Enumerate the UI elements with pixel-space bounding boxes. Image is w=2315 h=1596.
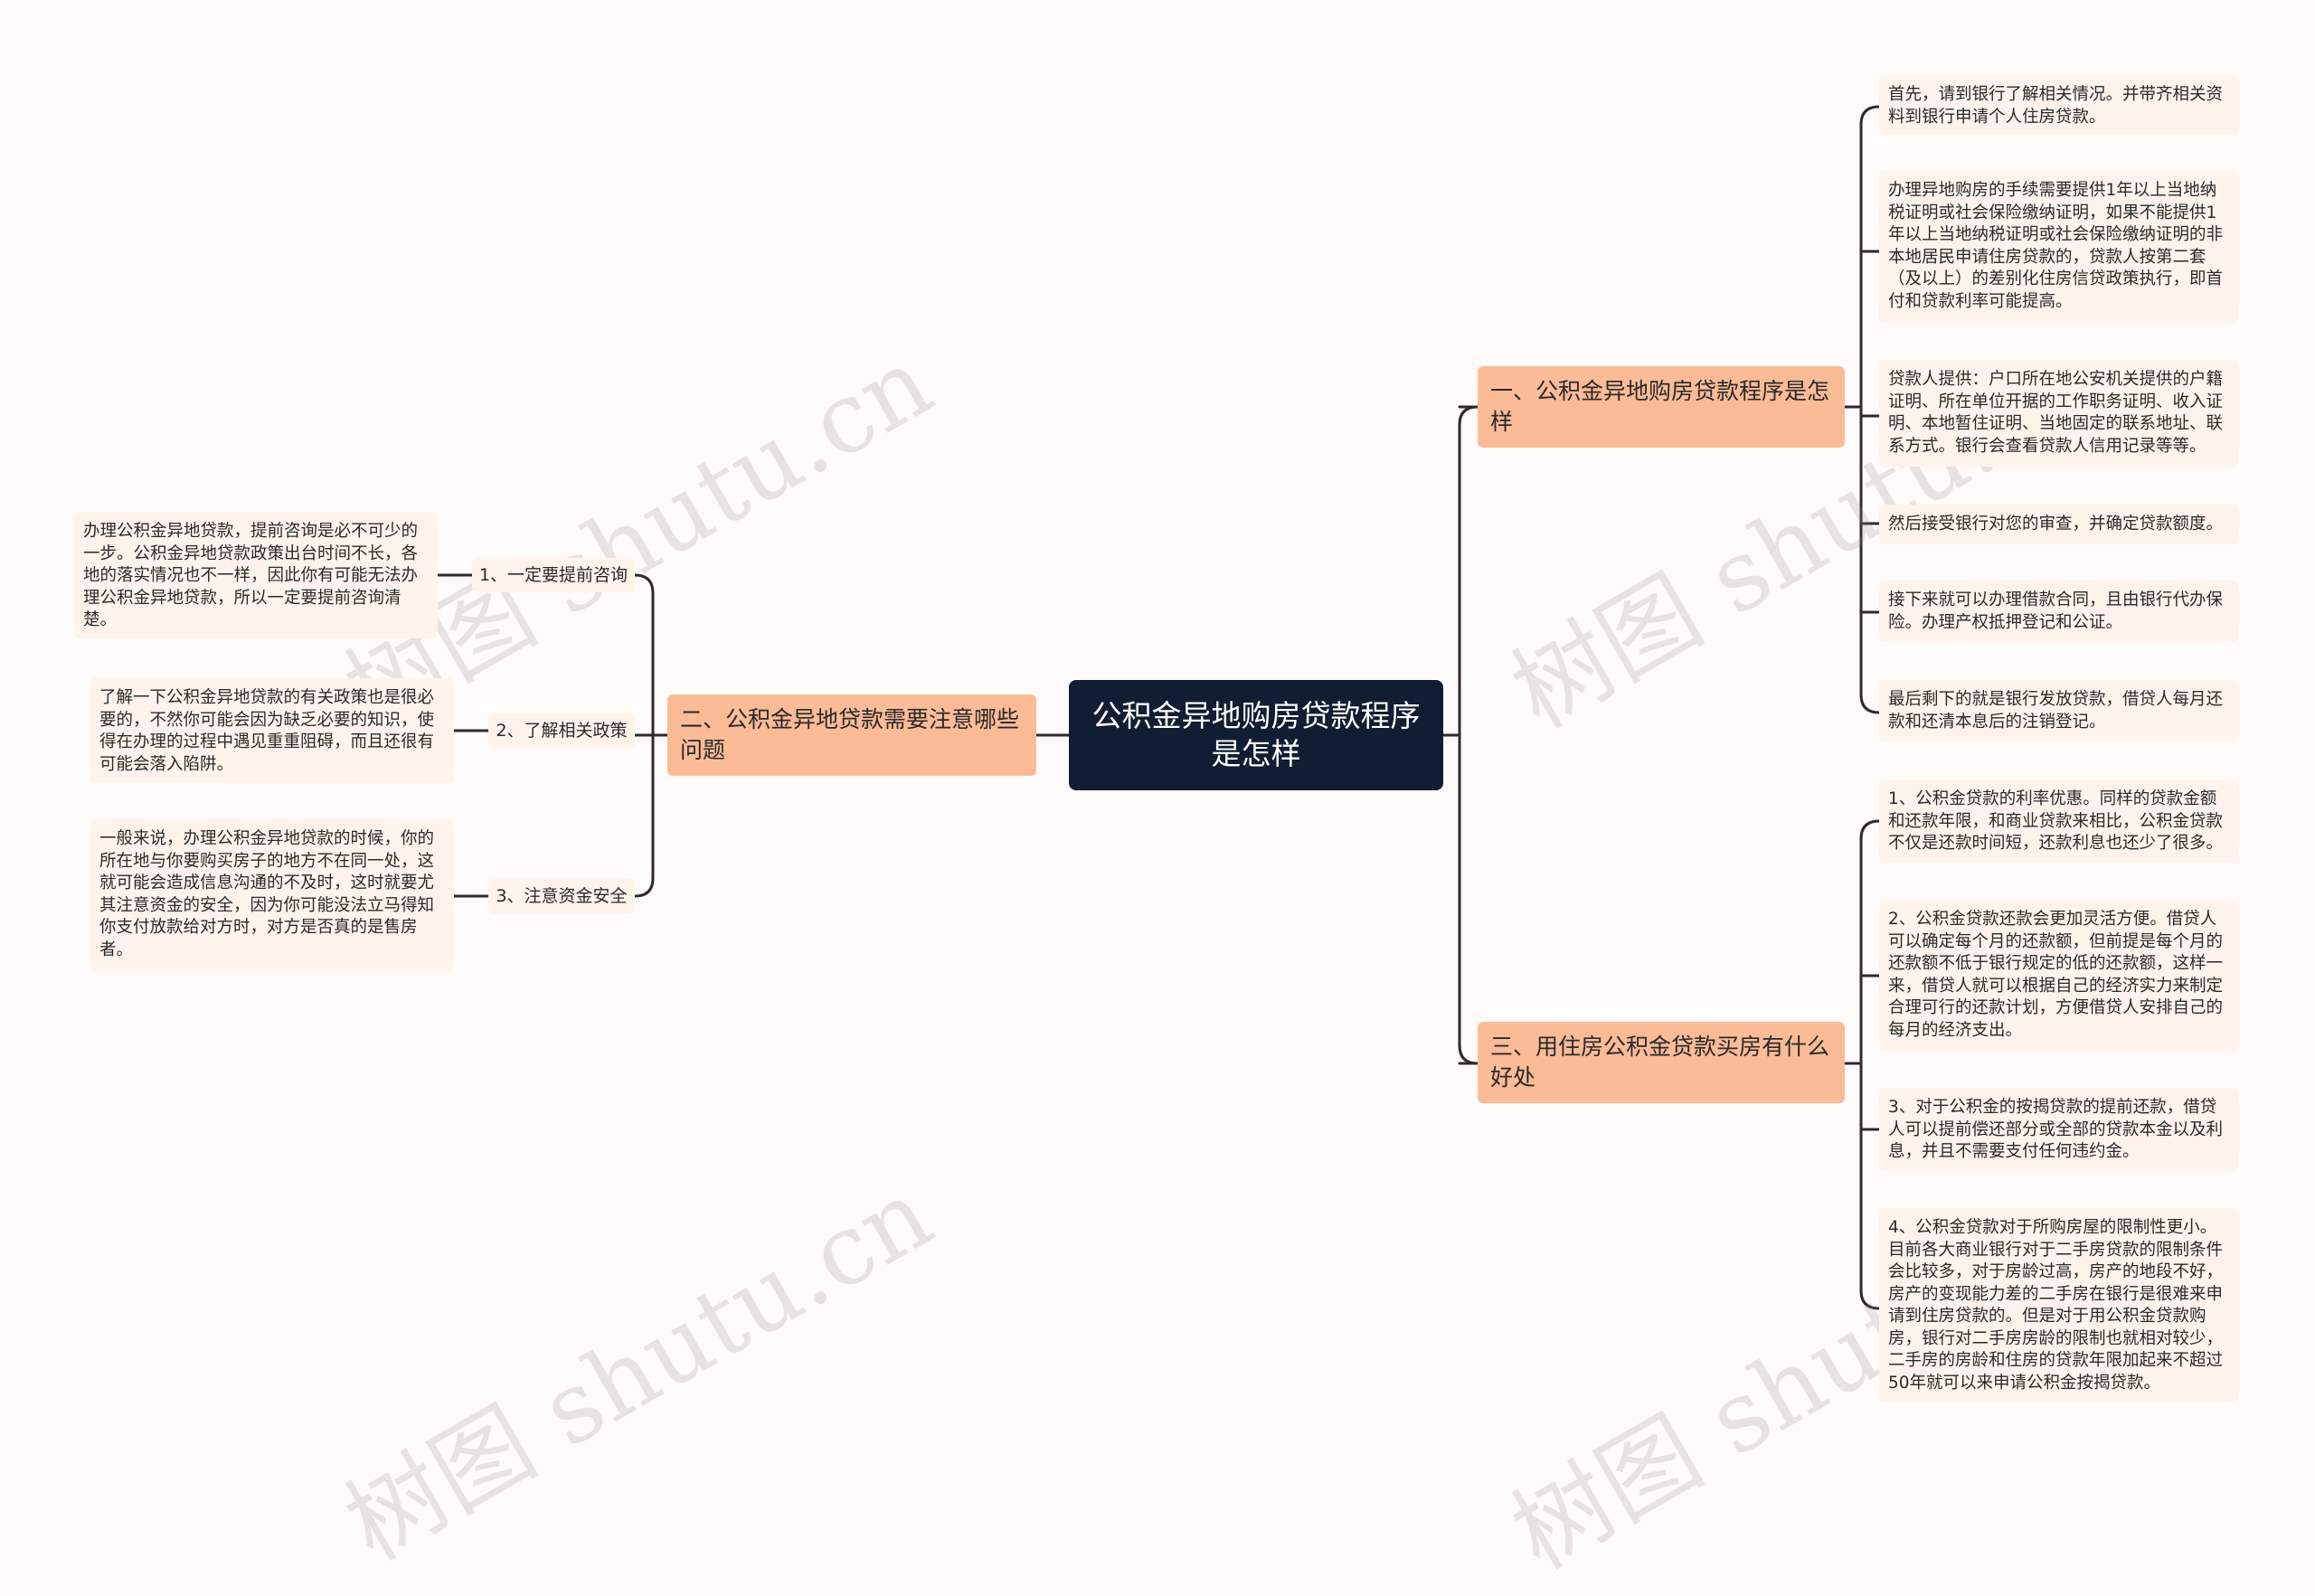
- leaf-benefit-2: 2、公积金贷款还款会更加灵活方便。借贷人可以确定每个月的还款额，但前提是每个月的…: [1879, 900, 2239, 1052]
- branch-procedure[interactable]: 一、公积金异地购房贷款程序是怎样: [1478, 366, 1845, 448]
- leaf-procedure-5: 接下来就可以办理借款合同，且由银行代办保险。办理产权抵押登记和公证。: [1879, 581, 2239, 642]
- sub-node-policy[interactable]: 2、了解相关政策: [488, 713, 635, 748]
- leaf-funds: 一般来说，办理公积金异地贷款的时候，你的所在地与你要购买房子的地方不在同一处，这…: [90, 819, 454, 971]
- leaf-procedure-4: 然后接受银行对您的审查，并确定贷款额度。: [1879, 505, 2239, 544]
- branch-notes[interactable]: 二、公积金异地贷款需要注意哪些问题: [667, 694, 1036, 776]
- leaf-benefit-1: 1、公积金贷款的利率优惠。同样的贷款金额和还款年限，和商业贷款来相比，公积金贷款…: [1879, 779, 2239, 863]
- link-r1-leaves: [1843, 105, 1881, 714]
- root-node[interactable]: 公积金异地购房贷款程序是怎样: [1069, 680, 1443, 790]
- leaf-procedure-3: 贷款人提供：户口所在地公安机关提供的户籍证明、所在单位开据的工作职务证明、收入证…: [1879, 360, 2239, 467]
- watermark: 树图 shutu.cn: [327, 1157, 950, 1582]
- leaf-procedure-1: 首先，请到银行了解相关情况。并带齐相关资料到银行申请个人住房贷款。: [1879, 75, 2239, 135]
- sub-node-consult[interactable]: 1、一定要提前咨询: [472, 558, 635, 592]
- leaf-procedure-2: 办理异地购房的手续需要提供1年以上当地纳税证明或社会保险缴纳证明，如果不能提供1…: [1879, 171, 2239, 323]
- leaf-procedure-6: 最后剩下的就是银行发放贷款，借贷人每月还款和还清本息后的注销登记。: [1879, 680, 2239, 741]
- leaf-benefit-4: 4、公积金贷款对于所购房屋的限制性更小。目前各大商业银行对于二手房贷款的限制条件…: [1879, 1208, 2239, 1402]
- branch-benefits[interactable]: 三、用住房公积金贷款买房有什么好处: [1478, 1022, 1845, 1103]
- leaf-benefit-3: 3、对于公积金的按揭贷款的提前还款，借贷人可以提前偿还部分或全部的贷款本金以及利…: [1879, 1088, 2239, 1171]
- leaf-consult: 办理公积金异地贷款，提前咨询是必不可少的一步。公积金异地贷款政策出台时间不长，各…: [74, 512, 438, 638]
- sub-node-funds[interactable]: 3、注意资金安全: [488, 879, 635, 913]
- link-r2-leaves: [1843, 819, 1881, 1310]
- link-root-right: [1441, 405, 1479, 1065]
- leaf-policy: 了解一下公积金异地贷款的有关政策也是很必要的，不然你可能会因为缺乏必要的知识，使…: [90, 678, 454, 783]
- link-left-subs: [631, 573, 669, 898]
- mind-map-canvas: 树图 shutu.cn 树图 shutu.cn 树图 shutu.cn 树图 s…: [74, 75, 2239, 1591]
